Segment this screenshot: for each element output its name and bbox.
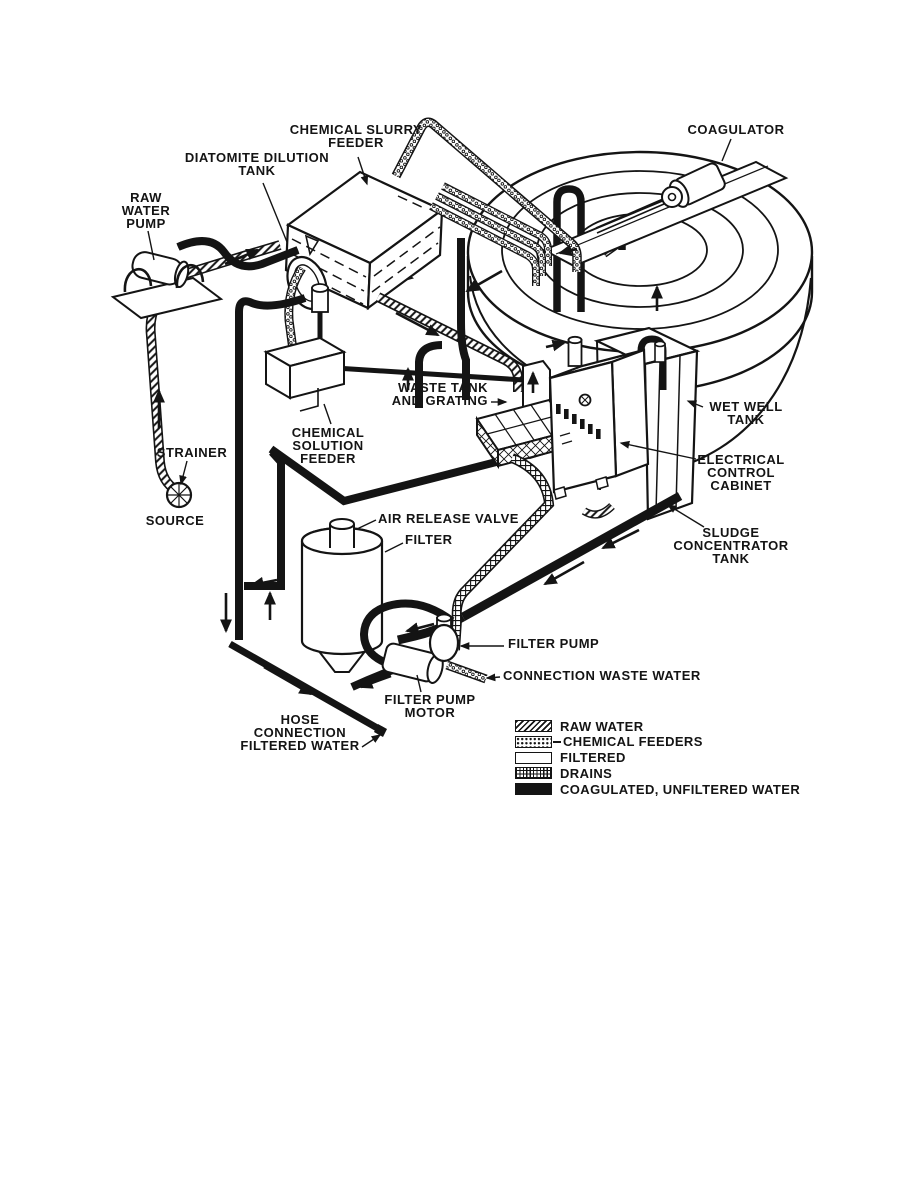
label-line: CHEMICAL	[291, 425, 365, 440]
chemical-solution-feeder-drawing	[263, 336, 347, 412]
legend-row-raw-water: RAW WATER	[515, 718, 800, 734]
label-line: AIR RELEASE VALVE	[378, 511, 519, 526]
legend-swatch-drains	[515, 767, 552, 780]
label-line: TANK	[712, 550, 750, 566]
air-release-valve-drawing	[329, 518, 355, 548]
label-line: WET WELL	[709, 399, 783, 414]
label-line: CONTROL	[707, 464, 775, 480]
filter-drawing	[300, 518, 384, 673]
legend-swatch-chemical-feeders	[515, 735, 552, 748]
label-line: COAGULATOR	[687, 122, 785, 137]
label-line: TANK	[727, 411, 765, 427]
raw-water-pump-drawing	[110, 251, 224, 320]
label-line: SOLUTION	[292, 437, 364, 453]
label-line: ELECTRICAL	[697, 452, 785, 467]
filtered-water-pipes	[176, 237, 544, 640]
label-line: CONCENTRATOR	[673, 537, 789, 553]
label-air-release-valve: AIR RELEASE VALVE	[378, 511, 519, 526]
legend-tie-line	[553, 740, 561, 743]
label-line: STRAINER	[156, 445, 228, 460]
legend-row-filtered: FILTERED	[515, 750, 800, 766]
label-line: CONNECTION WASTE WATER	[503, 668, 701, 683]
label-connection-waste-water: CONNECTION WASTE WATER	[503, 668, 701, 683]
legend-swatch-raw-water	[515, 720, 552, 732]
waste-water-connection-pipe	[445, 660, 488, 684]
legend-label-chemical-feeders: CHEMICAL FEEDERS	[563, 734, 703, 750]
label-coagulator: COAGULATOR	[687, 122, 785, 137]
label-filter: FILTER	[405, 532, 453, 547]
label-line: FILTER	[405, 532, 453, 547]
legend-label-coagulated-unfiltered-water: COAGULATED, UNFILTERED WATER	[560, 781, 801, 797]
label-line: SOURCE	[145, 513, 205, 528]
label-line: FILTERED WATER	[240, 737, 360, 753]
label-line: PUMP	[126, 215, 166, 231]
filter-pump-drawing	[428, 613, 460, 663]
strainer-drawing	[165, 481, 193, 509]
chemical-slurry-feeder-drawing	[284, 170, 445, 311]
label-line: FILTER PUMP	[508, 636, 600, 651]
label-line: AND GRATING	[391, 392, 488, 408]
label-line: RAW	[130, 190, 162, 205]
label-line: FILTER PUMP	[384, 692, 476, 707]
legend-row-coagulated-unfiltered-water: COAGULATED, UNFILTERED WATER	[515, 781, 801, 797]
label-line: HOSE	[280, 712, 320, 727]
flow-arrows	[153, 244, 663, 696]
label-line: FEEDER	[300, 450, 356, 466]
legend-label-drains: DRAINS	[560, 765, 613, 781]
legend-label-filtered: FILTERED	[560, 750, 626, 766]
label-line: DIATOMITE DILUTION	[184, 150, 330, 165]
label-line: CONNECTION	[253, 724, 347, 740]
drain-pipes	[450, 453, 555, 651]
coagulator-bridge	[541, 160, 789, 268]
label-line: FEEDER	[328, 134, 384, 150]
label-line: WASTE TANK	[398, 380, 488, 395]
legend-swatch-coagulated-unfiltered-water	[515, 783, 552, 796]
chemical-feed-pipes	[284, 117, 582, 351]
label-filter-pump: FILTER PUMP	[508, 636, 600, 651]
leader-lines	[147, 138, 732, 748]
label-line: CABINET	[710, 477, 772, 493]
legend-row-drains: DRAINS	[515, 765, 800, 781]
label-line: TANK	[238, 162, 276, 178]
label-line: SLUDGE	[702, 525, 760, 540]
legend-label-raw-water: RAW WATER	[560, 718, 644, 734]
label-line: WATER	[121, 202, 171, 218]
wet-well-tank-drawing	[567, 326, 701, 521]
label-line: CHEMICAL SLURRY	[289, 122, 423, 137]
label-source: SOURCE	[145, 513, 205, 528]
label-strainer: STRAINER	[156, 445, 228, 460]
legend-swatch-filtered	[515, 751, 552, 764]
label-line: MOTOR	[404, 704, 456, 720]
legend-row-chemical-feeders: CHEMICAL FEEDERS	[515, 734, 800, 750]
